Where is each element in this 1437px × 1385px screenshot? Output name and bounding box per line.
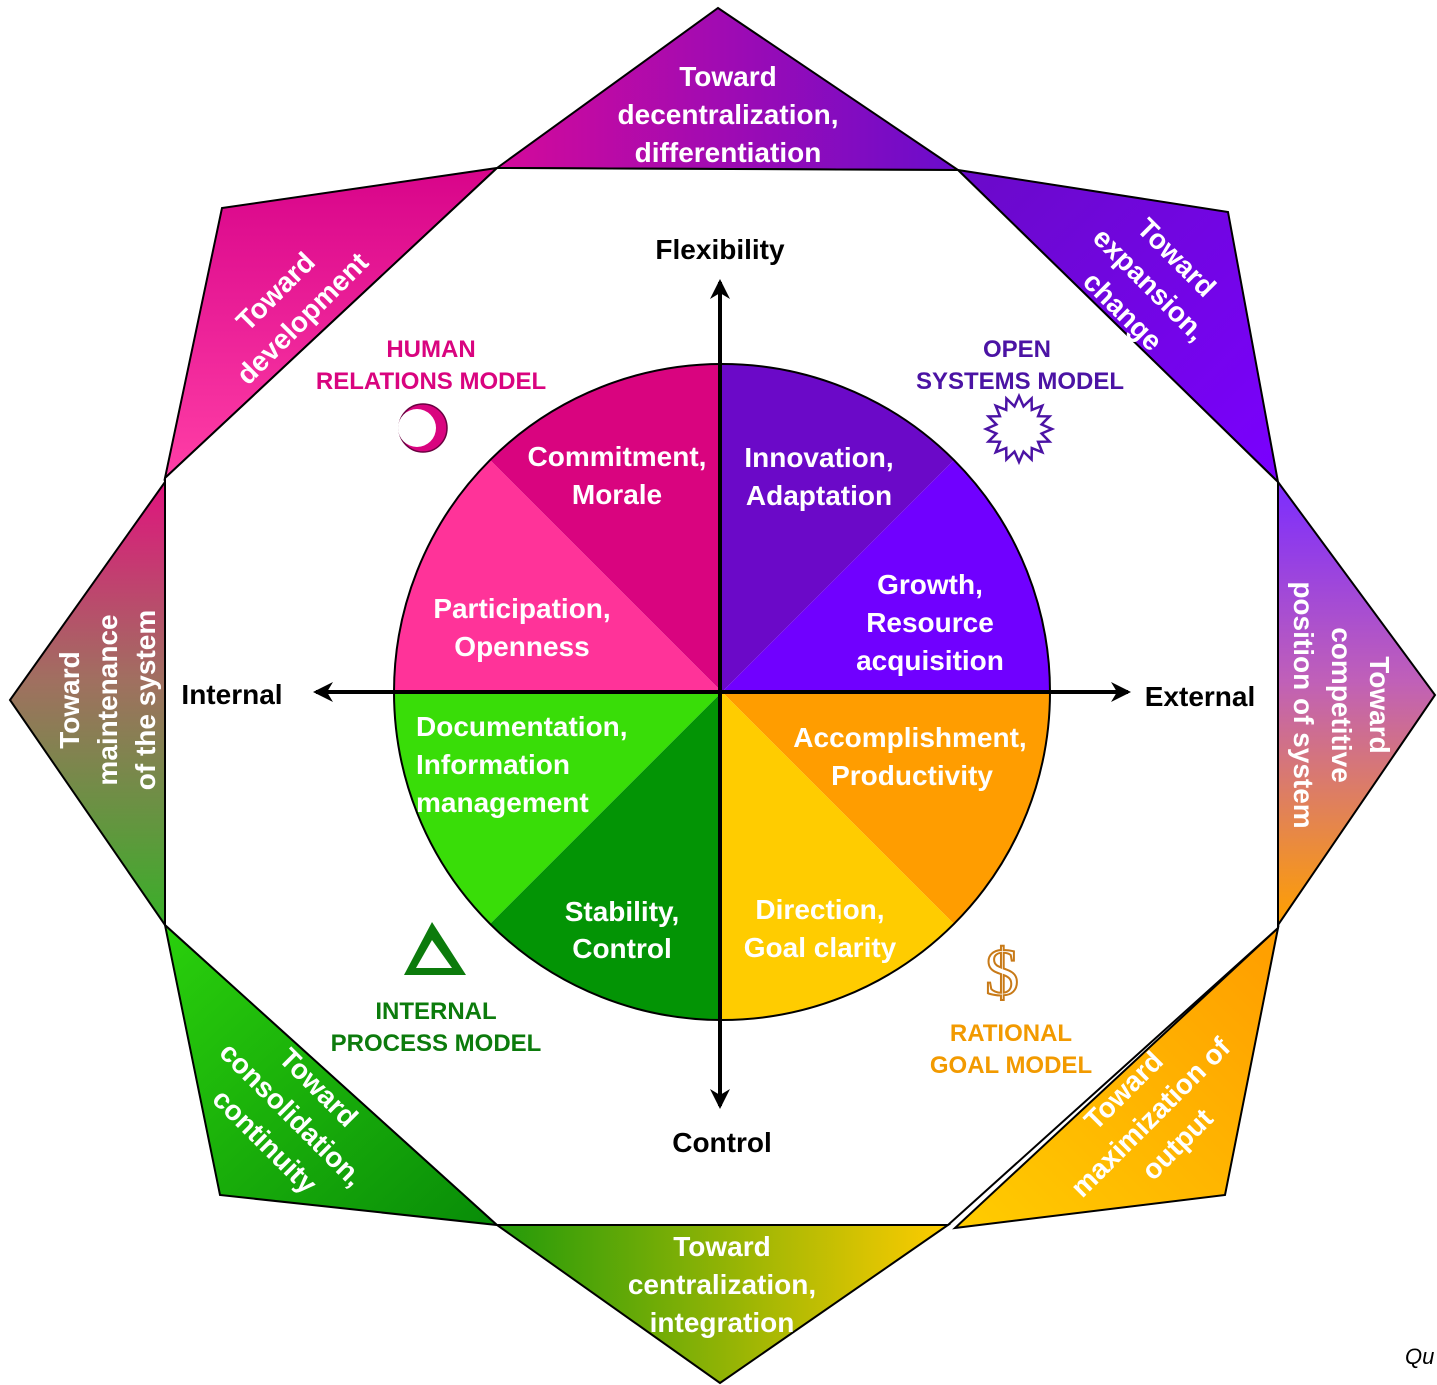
outer-label-line: decentralization,	[618, 99, 839, 130]
outer-triangle-bottom-right	[952, 925, 1280, 1230]
wedge-accomplishment	[722, 692, 1050, 924]
outer-label-line: position of system	[1288, 581, 1319, 828]
outer-label-line: differentiation	[635, 137, 822, 168]
model-label-line: RATIONAL	[950, 1020, 1072, 1047]
model-label-rational-goal: RATIONAL GOAL MODEL	[930, 1020, 1092, 1079]
outer-label-line: Toward	[679, 61, 776, 92]
dollar-icon: $	[985, 934, 1019, 1010]
model-label-line: GOAL MODEL	[930, 1052, 1092, 1079]
wedge-label-documentation: Documentation, Information management	[416, 711, 628, 818]
outer-label-line: competitive	[1326, 627, 1357, 783]
wedge-label-participation: Participation, Openness	[433, 593, 610, 662]
outer-label-line: Toward	[54, 651, 85, 748]
outer-label-line: of the system	[130, 610, 161, 791]
wedge-documentation	[393, 692, 722, 924]
triangle-icon	[404, 922, 466, 975]
model-label-line: HUMAN	[386, 336, 475, 363]
axis-label-control: Control	[672, 1127, 772, 1158]
wedge-label-line: Innovation,	[744, 442, 893, 473]
outer-label-top: Toward decentralization, differentiation	[618, 61, 839, 168]
outer-label-line: Toward	[673, 1231, 770, 1262]
wedge-label-stability: Stability, Control	[565, 896, 680, 964]
axes	[313, 279, 1131, 1109]
wedge-label-line: Adaptation	[746, 480, 892, 511]
outer-label-right: Toward competitive position of system	[1288, 581, 1395, 828]
quadrant-circle	[393, 363, 1051, 1021]
outer-label-line: Toward	[1364, 656, 1395, 753]
wedge-participation	[393, 460, 722, 692]
corner-text: Qu	[1405, 1344, 1434, 1369]
wedge-label-commitment: Commitment, Morale	[528, 441, 707, 510]
wedge-label-line: Participation,	[433, 593, 610, 624]
wedge-label-line: Morale	[572, 479, 662, 510]
model-label-line: PROCESS MODEL	[331, 1030, 542, 1057]
model-label-human-relations: HUMAN RELATIONS MODEL	[316, 336, 546, 395]
wedge-label-line: management	[416, 787, 589, 818]
wedge-label-line: Stability,	[565, 896, 680, 927]
wedge-label-line: Openness	[454, 631, 589, 662]
outer-label-bottom: Toward centralization, integration	[628, 1231, 816, 1338]
wedge-label-line: Accomplishment,	[793, 722, 1026, 753]
axis-label-internal: Internal	[181, 679, 282, 710]
wedge-label-line: Control	[572, 933, 672, 964]
wedge-label-line: Information	[416, 749, 570, 780]
wedge-label-accomplishment: Accomplishment, Productivity	[793, 722, 1026, 791]
wedge-label-line: Commitment,	[528, 441, 707, 472]
model-label-line: INTERNAL	[375, 998, 496, 1025]
wedge-stability	[490, 692, 722, 1020]
wedge-innovation	[722, 363, 954, 692]
wedge-label-line: Direction,	[755, 894, 884, 925]
wedge-label-line: Growth,	[877, 569, 983, 600]
wedge-label-line: Goal clarity	[744, 932, 897, 963]
axis-label-flexibility: Flexibility	[655, 234, 785, 265]
wedge-commitment	[490, 363, 722, 692]
outer-label-line: centralization,	[628, 1269, 816, 1300]
wedge-label-line: Productivity	[831, 760, 993, 791]
wedge-label-direction: Direction, Goal clarity	[744, 894, 897, 963]
model-label-line: SYSTEMS MODEL	[916, 368, 1124, 395]
axis-label-external: External	[1145, 681, 1256, 712]
wedge-direction	[722, 692, 954, 1021]
wedge-label-innovation: Innovation, Adaptation	[744, 442, 893, 511]
wedge-growth	[722, 460, 1050, 692]
wedge-label-line: Documentation,	[416, 711, 628, 742]
crescent-icon	[398, 403, 448, 453]
wedge-label-line: Resource	[866, 607, 994, 638]
model-label-line: OPEN	[983, 336, 1051, 363]
model-label-open-systems: OPEN SYSTEMS MODEL	[916, 336, 1124, 395]
model-label-line: RELATIONS MODEL	[316, 368, 546, 395]
outer-label-left: Toward maintenance of the system	[54, 610, 161, 791]
outer-label-line: integration	[650, 1307, 795, 1338]
wedge-label-line: acquisition	[856, 645, 1004, 676]
starburst-icon	[982, 392, 1056, 466]
wedge-label-growth: Growth, Resource acquisition	[856, 569, 1004, 676]
outer-label-line: maintenance	[92, 614, 123, 785]
model-label-internal-process: INTERNAL PROCESS MODEL	[331, 998, 542, 1057]
